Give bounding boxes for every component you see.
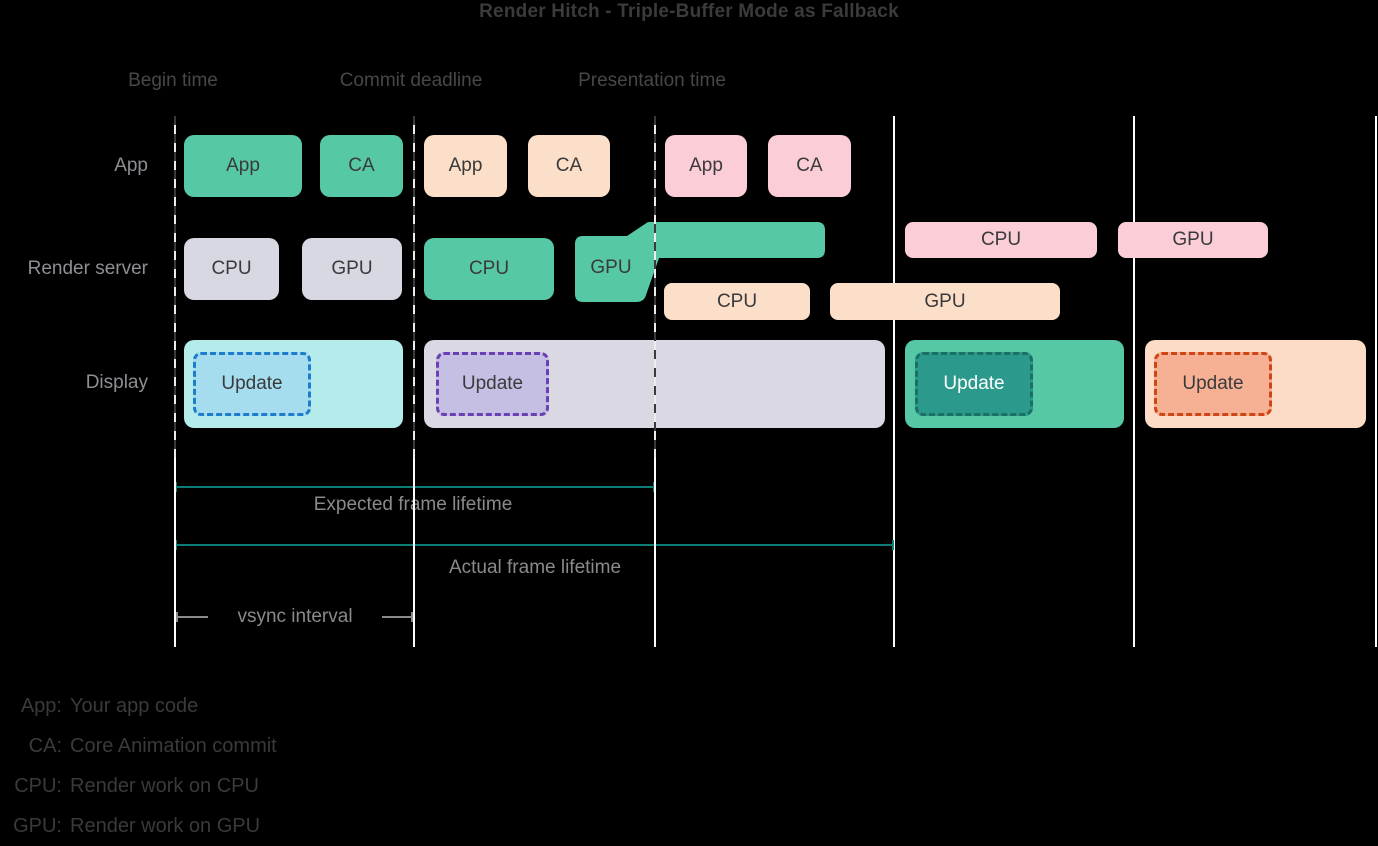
row-label-render-server: Render server	[27, 258, 148, 279]
app-block-frame1-app: App	[184, 135, 302, 197]
legend-term-gpu: GPU:	[13, 814, 62, 837]
marker-label-presentation-time: Presentation time	[578, 70, 726, 91]
render-block-frame1-gpu-overrun-shape	[575, 222, 825, 302]
render-block-frame2-gpu: GPU	[830, 283, 1060, 320]
row-label-display: Display	[85, 372, 148, 393]
vsync-interval-right-tick	[411, 612, 413, 622]
display-update-frame0: Update	[193, 352, 311, 416]
legend-item-ca: CA: Core Animation commit	[0, 726, 277, 766]
vsync-line-4	[893, 116, 895, 647]
actual-line-left-tick	[175, 540, 177, 550]
display-update-frame3: Update	[1154, 352, 1272, 416]
expected-line-left-tick	[175, 482, 177, 492]
app-block-frame2-app: App	[424, 135, 507, 197]
legend-term-app: App:	[20, 694, 62, 717]
display-update-frame1: Update	[436, 352, 549, 416]
render-block-frame3-cpu: CPU	[905, 222, 1097, 258]
legend-term-cpu: CPU:	[14, 774, 62, 797]
vsync-interval-label: vsync interval	[237, 606, 353, 627]
marker-label-commit-deadline: Commit deadline	[339, 70, 483, 91]
vsync-line-6	[1375, 116, 1377, 647]
vsync-interval-left-line	[178, 616, 208, 618]
marker-label-begin-time: Begin time	[128, 70, 218, 91]
vsync-line-commit	[413, 116, 415, 647]
render-block-frame3-gpu: GPU	[1118, 222, 1268, 258]
vsync-interval-right-line	[382, 616, 411, 618]
actual-line-right-tick	[892, 540, 894, 550]
render-block-frame1-cpu: CPU	[424, 238, 554, 300]
render-block-frame1-gpu-label: GPU	[590, 257, 632, 278]
legend-desc-gpu: Render work on GPU	[70, 814, 261, 837]
render-block-frame2-cpu: CPU	[664, 283, 810, 320]
legend-desc-cpu: Render work on CPU	[70, 774, 259, 797]
legend-item-gpu: GPU: Render work on GPU	[0, 806, 277, 846]
legend-desc-app: Your app code	[70, 694, 199, 717]
diagram-title: Render Hitch - Triple-Buffer Mode as Fal…	[479, 1, 899, 22]
legend-item-cpu: CPU: Render work on CPU	[0, 766, 277, 806]
vsync-interval-left-tick	[176, 612, 178, 622]
expected-frame-lifetime-line	[175, 486, 655, 488]
render-block-frame0-gpu: GPU	[302, 238, 402, 300]
legend: App: Your app code CA: Core Animation co…	[0, 686, 277, 846]
app-block-frame3-ca: CA	[768, 135, 851, 197]
legend-term-ca: CA:	[28, 734, 62, 757]
vsync-line-begin	[174, 116, 176, 647]
display-block-frame2: Update	[905, 340, 1124, 428]
legend-item-app: App: Your app code	[0, 686, 277, 726]
display-block-frame3: Update	[1145, 340, 1366, 428]
legend-desc-ca: Core Animation commit	[70, 734, 277, 757]
vsync-line-presentation	[654, 116, 656, 647]
app-block-frame1-ca: CA	[320, 135, 403, 197]
app-block-frame2-ca: CA	[528, 135, 610, 197]
actual-frame-lifetime-label: Actual frame lifetime	[448, 557, 622, 578]
display-update-frame2: Update	[915, 352, 1033, 416]
display-block-frame0: Update	[184, 340, 403, 428]
vsync-line-5	[1133, 116, 1135, 647]
render-block-frame0-cpu: CPU	[184, 238, 279, 300]
app-block-frame3-app: App	[665, 135, 747, 197]
row-label-app: App	[114, 155, 148, 176]
actual-frame-lifetime-line	[175, 544, 894, 546]
